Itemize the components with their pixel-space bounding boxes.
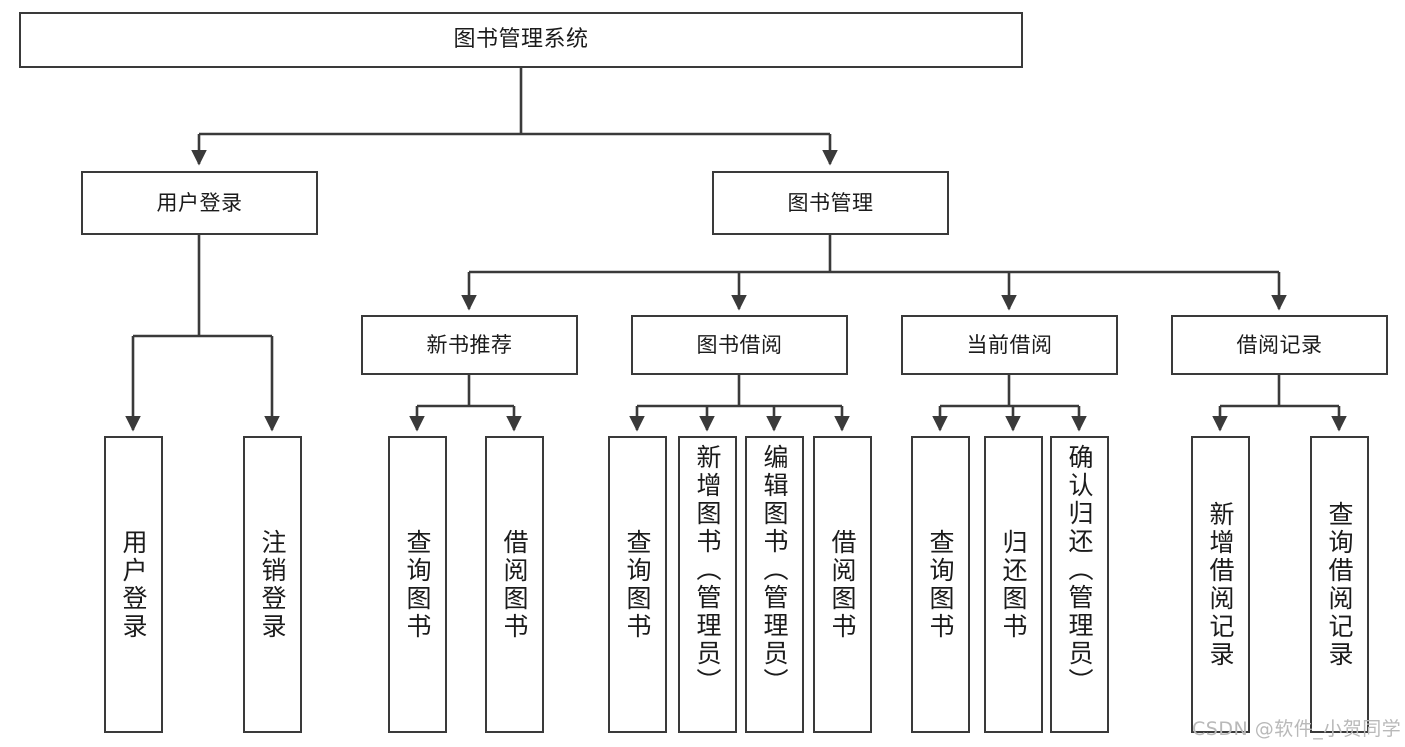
node-leaf-add-record[interactable]: 新增借阅记录 [1191, 436, 1250, 733]
node-leaf-user-logout-label: 注销登录 [258, 528, 287, 641]
node-leaf-borrow-book-2-label: 借阅图书 [828, 528, 857, 641]
node-leaf-query-record[interactable]: 查询借阅记录 [1310, 436, 1369, 733]
node-leaf-query-record-label: 查询借阅记录 [1325, 500, 1354, 669]
node-leaf-borrow-book-1-label: 借阅图书 [500, 528, 529, 641]
node-leaf-return-book-label: 归还图书 [999, 528, 1028, 641]
node-current-borrow[interactable]: 当前借阅 [901, 315, 1118, 375]
node-leaf-user-login[interactable]: 用户登录 [104, 436, 163, 733]
node-leaf-confirm-return[interactable]: 确认归还（管理员） [1050, 436, 1109, 733]
node-leaf-query-book-1[interactable]: 查询图书 [388, 436, 447, 733]
node-leaf-return-book[interactable]: 归还图书 [984, 436, 1043, 733]
node-book-manage[interactable]: 图书管理 [712, 171, 949, 235]
node-leaf-confirm-return-label: 确认归还（管理员） [1065, 444, 1094, 696]
node-leaf-query-book-1-label: 查询图书 [403, 528, 432, 641]
watermark-text: CSDN @软件_小贺同学 [1192, 718, 1402, 740]
node-leaf-add-book-label: 新增图书（管理员） [693, 444, 722, 696]
node-borrow-record[interactable]: 借阅记录 [1171, 315, 1388, 375]
node-book-borrow-label: 图书借阅 [696, 332, 783, 357]
node-leaf-user-login-label: 用户登录 [119, 528, 148, 641]
node-book-manage-label: 图书管理 [787, 190, 874, 215]
node-leaf-query-book-3-label: 查询图书 [926, 528, 955, 641]
node-leaf-add-record-label: 新增借阅记录 [1206, 500, 1235, 669]
node-leaf-add-book[interactable]: 新增图书（管理员） [678, 436, 737, 733]
node-new-book-rec[interactable]: 新书推荐 [361, 315, 578, 375]
node-leaf-borrow-book-2[interactable]: 借阅图书 [813, 436, 872, 733]
node-leaf-query-book-3[interactable]: 查询图书 [911, 436, 970, 733]
node-leaf-user-logout[interactable]: 注销登录 [243, 436, 302, 733]
node-new-book-rec-label: 新书推荐 [426, 332, 513, 357]
node-root[interactable]: 图书管理系统 [19, 12, 1023, 68]
node-book-borrow[interactable]: 图书借阅 [631, 315, 848, 375]
node-leaf-query-book-2[interactable]: 查询图书 [608, 436, 667, 733]
node-user-login-label: 用户登录 [156, 190, 243, 215]
node-current-borrow-label: 当前借阅 [966, 332, 1053, 357]
node-leaf-borrow-book-1[interactable]: 借阅图书 [485, 436, 544, 733]
node-leaf-query-book-2-label: 查询图书 [623, 528, 652, 641]
node-leaf-edit-book-label: 编辑图书（管理员） [760, 444, 789, 696]
node-leaf-edit-book[interactable]: 编辑图书（管理员） [745, 436, 804, 733]
node-borrow-record-label: 借阅记录 [1236, 332, 1323, 357]
node-root-label: 图书管理系统 [453, 27, 589, 53]
node-user-login[interactable]: 用户登录 [81, 171, 318, 235]
